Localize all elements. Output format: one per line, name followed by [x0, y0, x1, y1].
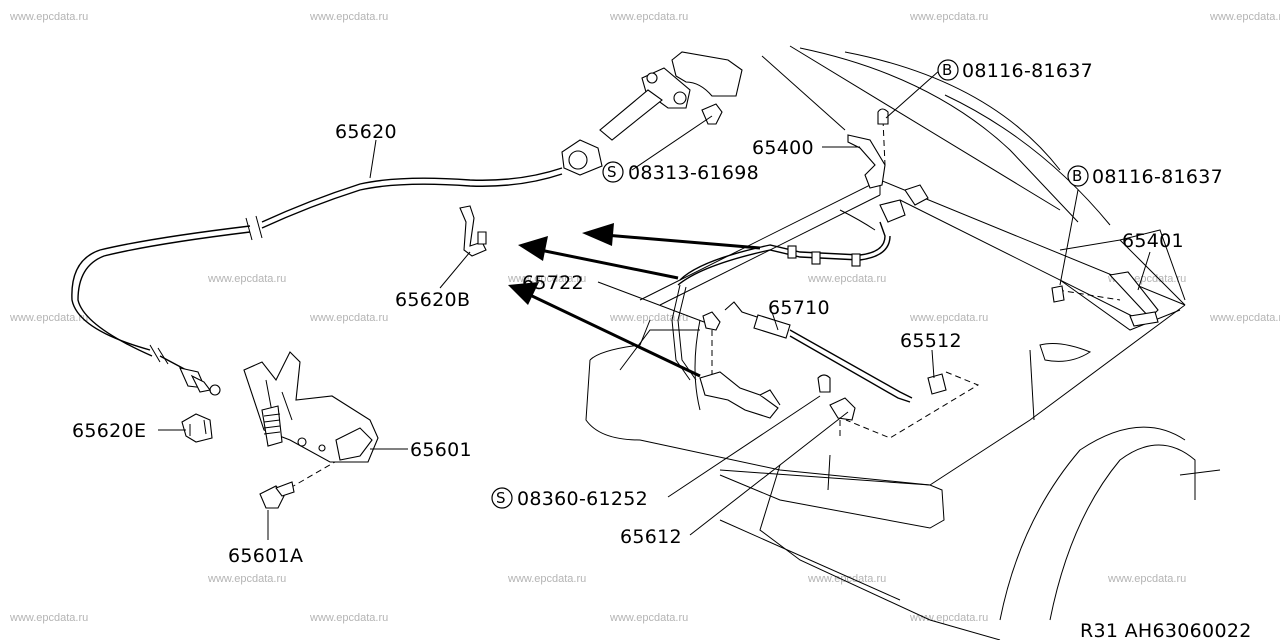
watermark: www.epcdata.ru [9, 312, 88, 324]
bolt-icon [1051, 285, 1065, 303]
watermark: www.epcdata.ru [9, 11, 88, 23]
standard-part-s-icon [491, 487, 513, 509]
watermark: www.epcdata.ru [909, 612, 988, 624]
watermark: www.epcdata.ru [309, 612, 388, 624]
car-body-outline [585, 45, 1221, 640]
standard-part-s-icon [602, 161, 624, 183]
trunk-cable-assembly [671, 184, 929, 381]
lock-65401 [1051, 271, 1159, 327]
watermark: www.epcdata.ru [807, 573, 886, 585]
watermark: www.epcdata.ru [1209, 312, 1280, 324]
bolt-65601a [259, 461, 336, 509]
bolt-icon [877, 108, 889, 125]
grommet-65512 [845, 371, 980, 439]
lock-striker [904, 184, 929, 206]
clip-65722 [699, 311, 781, 419]
prefix-s: S [607, 163, 617, 181]
standard-part-b-icon [1067, 165, 1089, 187]
watermark: www.epcdata.ru [507, 273, 586, 285]
prefix-b: B [1072, 167, 1082, 185]
callout-labels: 65620 S 08313-61698 B 08116-81637 65400 … [72, 59, 1252, 640]
label-65620b: 65620B [395, 289, 470, 311]
lever-65601 [243, 351, 379, 463]
prefix-s: S [496, 489, 506, 507]
cable-clip [851, 253, 861, 267]
rod-65710 [724, 301, 913, 403]
watermark: www.epcdata.ru [1107, 573, 1186, 585]
watermark: www.epcdata.ru [207, 573, 286, 585]
opener-bracket-65400 [847, 108, 889, 189]
label-65601: 65601 [410, 439, 472, 461]
watermark: www.epcdata.ru [1209, 11, 1280, 23]
label-08116-81637-top: 08116-81637 [962, 60, 1093, 82]
watermark: www.epcdata.ru [609, 612, 688, 624]
label-65401: 65401 [1122, 230, 1184, 252]
watermark: www.epcdata.ru [207, 273, 286, 285]
watermark: www.epcdata.ru [609, 312, 688, 324]
cable-clip [811, 251, 821, 265]
watermark: www.epcdata.ru [507, 573, 586, 585]
clip-65620b [459, 205, 487, 257]
label-65601a: 65601A [228, 545, 303, 567]
release-cable-65620 [71, 51, 743, 396]
label-65710: 65710 [768, 297, 830, 319]
label-08360-61252: 08360-61252 [517, 488, 648, 510]
standard-part-b-icon [937, 59, 959, 81]
diagram-code: R31 AH63060022 [1080, 620, 1252, 640]
label-65512: 65512 [900, 330, 962, 352]
lock-65612 [817, 374, 856, 440]
label-65620: 65620 [335, 121, 397, 143]
watermark: www.epcdata.ru [309, 312, 388, 324]
label-08313-61698: 08313-61698 [628, 162, 759, 184]
label-65722: 65722 [522, 272, 584, 294]
label-65612: 65612 [620, 526, 682, 548]
prefix-b: B [942, 61, 952, 79]
label-08116-81637-right: 08116-81637 [1092, 166, 1223, 188]
watermark: www.epcdata.ru [807, 273, 886, 285]
clip-65620e [181, 413, 213, 443]
direction-arrows [508, 223, 761, 378]
watermark: www.epcdata.ru [609, 11, 688, 23]
leader-lines [158, 69, 1151, 540]
label-65400: 65400 [752, 137, 814, 159]
bolt-icon [817, 374, 831, 393]
label-65620e: 65620E [72, 420, 146, 442]
watermark: www.epcdata.ru [9, 612, 88, 624]
watermark: www.epcdata.ru [909, 11, 988, 23]
cable-end-fitting [879, 199, 906, 223]
watermark: www.epcdata.ru [909, 312, 988, 324]
cable-handle [671, 51, 743, 97]
watermark: www.epcdata.ru [309, 11, 388, 23]
cable-clip [787, 245, 797, 259]
